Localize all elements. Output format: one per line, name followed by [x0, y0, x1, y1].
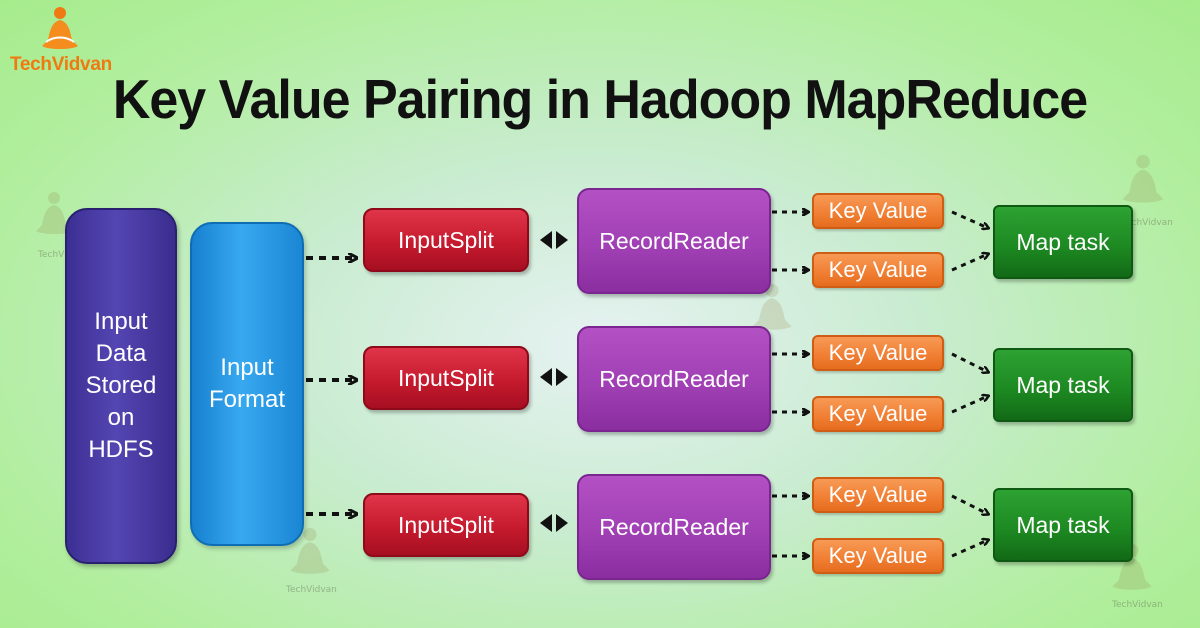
- input-format-box: Input Format: [190, 222, 304, 546]
- watermark-figure-icon: [36, 192, 72, 234]
- key-value-box: Key Value: [812, 193, 944, 229]
- arrow-kv-to-map: [951, 396, 988, 414]
- hdfs-input-box: Input Data Stored on HDFS: [65, 208, 177, 564]
- watermark-text: TechVidvan: [1112, 600, 1163, 610]
- arrow-kv-to-map: [951, 494, 988, 514]
- watermark-text: TechVidvan: [1122, 218, 1173, 228]
- input-split-label: InputSplit: [398, 511, 494, 538]
- key-value-label: Key Value: [828, 543, 928, 568]
- input-split-box: InputSplit: [363, 208, 529, 272]
- record-reader-label: RecordReader: [599, 513, 749, 540]
- bidirectional-arrow-icon: [540, 368, 568, 386]
- record-reader-label: RecordReader: [599, 227, 749, 254]
- record-reader-box: RecordReader: [577, 474, 771, 580]
- key-value-box: Key Value: [812, 335, 944, 371]
- key-value-box: Key Value: [812, 396, 944, 432]
- record-reader-box: RecordReader: [577, 188, 771, 294]
- input-format-label: Input Format: [208, 354, 285, 413]
- bidirectional-arrow-icon: [540, 514, 568, 532]
- key-value-box: Key Value: [812, 477, 944, 513]
- key-value-label: Key Value: [828, 198, 928, 223]
- brand-logo: TechVidvan: [10, 6, 130, 76]
- key-value-box: Key Value: [812, 538, 944, 574]
- key-value-label: Key Value: [828, 257, 928, 282]
- map-task-label: Map task: [1016, 511, 1110, 538]
- map-task-box: Map task: [993, 348, 1133, 422]
- key-value-label: Key Value: [828, 340, 928, 365]
- input-split-label: InputSplit: [398, 226, 494, 253]
- record-reader-box: RecordReader: [577, 326, 771, 432]
- page-title: Key Value Pairing in Hadoop MapReduce: [112, 69, 1088, 131]
- brand-name: TechVidvan: [10, 54, 112, 75]
- watermark-figure-icon: [1122, 154, 1164, 203]
- map-task-box: Map task: [993, 488, 1133, 562]
- watermark-figure-icon: [290, 527, 330, 574]
- bidirectional-arrow-icon: [540, 231, 568, 249]
- meditation-figure-icon: [42, 7, 78, 49]
- map-task-label: Map task: [1016, 228, 1110, 255]
- input-split-box: InputSplit: [363, 493, 529, 557]
- watermark-text: TechVidvan: [38, 250, 89, 260]
- hdfs-input-label: Input Data Stored on HDFS: [85, 308, 157, 463]
- watermark-text: TechVidvan: [286, 585, 337, 595]
- map-task-label: Map task: [1016, 371, 1110, 398]
- arrow-kv-to-map: [951, 540, 988, 558]
- arrow-kv-to-map: [951, 352, 988, 372]
- key-value-label: Key Value: [828, 482, 928, 507]
- arrow-kv-to-map: [951, 210, 988, 228]
- map-task-box: Map task: [993, 205, 1133, 279]
- arrow-kv-to-map: [951, 254, 988, 272]
- key-value-box: Key Value: [812, 252, 944, 288]
- input-split-box: InputSplit: [363, 346, 529, 410]
- key-value-label: Key Value: [828, 401, 928, 426]
- record-reader-label: RecordReader: [599, 365, 749, 392]
- input-split-label: InputSplit: [398, 364, 494, 391]
